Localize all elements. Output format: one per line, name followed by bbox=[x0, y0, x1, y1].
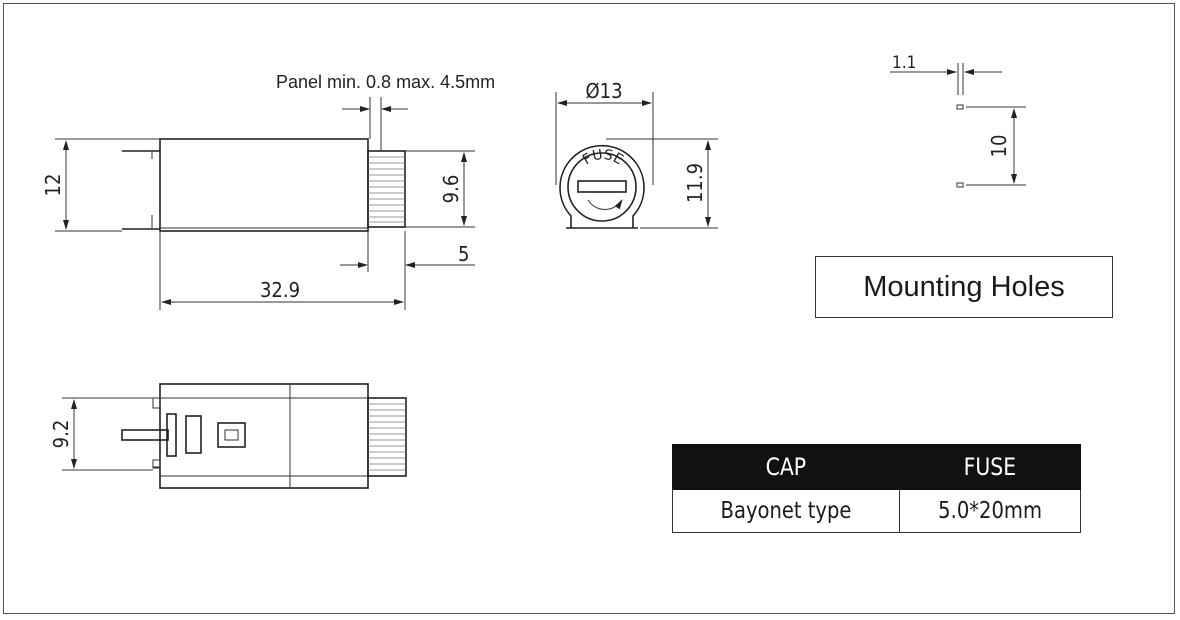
dim-length: 32.9 bbox=[260, 278, 300, 302]
terminal-tab bbox=[121, 429, 169, 441]
mounting-holes-title: Mounting Holes bbox=[863, 270, 1065, 303]
mounting-hole bbox=[956, 104, 964, 110]
dim-hole-width: 1.1 bbox=[892, 53, 916, 73]
rotate-arrow bbox=[587, 199, 623, 210]
dim-front-height: 11.9 bbox=[683, 163, 707, 203]
panel-thickness-note: Panel min. 0.8 max. 4.5mm bbox=[276, 72, 495, 92]
cap-circle bbox=[567, 152, 637, 222]
screwdriver-slot bbox=[577, 180, 627, 193]
header-cap: CAP bbox=[671, 444, 901, 490]
dim-hole-spacing: 10 bbox=[987, 135, 1011, 158]
dim-knob-height: 9.6 bbox=[439, 175, 463, 204]
cell-fuse-size: 5.0*20mm bbox=[899, 489, 1081, 533]
slot-square bbox=[217, 422, 246, 448]
spec-table: CAP FUSE Bayonet type 5.0*20mm bbox=[671, 444, 1081, 533]
cap-knob bbox=[367, 150, 406, 228]
side-view: Panel min. 0.8 max. 4.5mm 12 9.6 5 32.9 bbox=[41, 72, 495, 310]
table-header-row: CAP FUSE bbox=[671, 444, 1081, 490]
cap-label: FUSE bbox=[580, 147, 626, 168]
slot bbox=[185, 415, 202, 454]
top-view: 9.2 bbox=[49, 383, 407, 489]
dim-height: 12 bbox=[41, 174, 65, 197]
top-body bbox=[159, 383, 369, 489]
mounting-holes: 1.1 10 bbox=[890, 53, 1026, 188]
dim-top-width: 9.2 bbox=[49, 420, 73, 449]
dim-diameter: Ø13 bbox=[585, 79, 622, 103]
front-outline bbox=[559, 144, 645, 228]
front-view: FUSE Ø13 11.9 bbox=[555, 79, 718, 229]
dim-knob-length: 5 bbox=[458, 242, 469, 266]
top-knob bbox=[367, 397, 407, 477]
drawing-frame bbox=[3, 3, 1175, 614]
table-row: Bayonet type 5.0*20mm bbox=[671, 489, 1081, 533]
mounting-holes-label: Mounting Holes bbox=[815, 256, 1113, 318]
mounting-hole bbox=[956, 182, 964, 188]
cell-cap-type: Bayonet type bbox=[671, 489, 901, 533]
header-fuse: FUSE bbox=[899, 444, 1081, 490]
holder-body bbox=[159, 138, 369, 232]
